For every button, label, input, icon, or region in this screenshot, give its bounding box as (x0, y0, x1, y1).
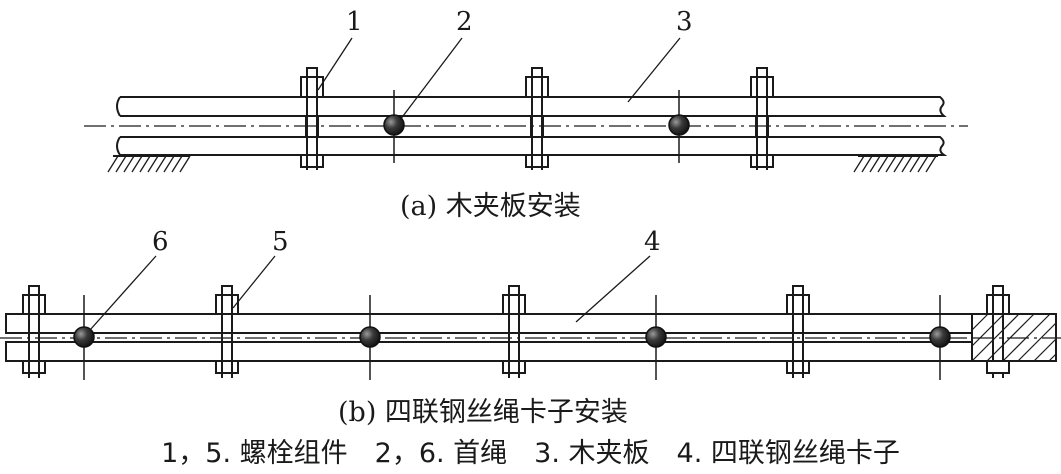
rope-ball-icon (359, 326, 381, 348)
callout-2: 2 (456, 7, 473, 37)
callout-6: 6 (152, 227, 169, 257)
callout-3: 3 (676, 7, 693, 37)
hatched-end-block (971, 313, 1057, 362)
rope-ball-icon (929, 326, 951, 348)
leader-line-2 (399, 37, 463, 121)
leader-line-5 (232, 255, 276, 309)
lower-clamp-bar (5, 341, 1057, 362)
rope-ball-icon (383, 114, 405, 136)
callout-5: 5 (272, 227, 289, 257)
callout-1: 1 (346, 7, 363, 37)
lower-wood-plate (116, 136, 948, 156)
leader-line-6 (89, 255, 157, 331)
callout-4: 4 (644, 227, 661, 257)
bolt-assembly-icon (986, 285, 1010, 378)
bolt-assembly-icon (786, 285, 810, 378)
panel-a-wooden-clamp (84, 37, 968, 173)
bolt-assembly-icon (525, 67, 549, 170)
upper-clamp-bar (5, 313, 1057, 334)
rope-ball-icon (645, 326, 667, 348)
leader-line-4 (575, 255, 651, 323)
bolt-assembly-icon (215, 285, 239, 378)
leader-line-3 (627, 37, 681, 103)
ground-hatch-icon (107, 155, 191, 173)
rope-ball-icon (73, 326, 95, 348)
rope-ball-icon (668, 114, 690, 136)
caption-b: (b) 四联钢丝绳卡子安装 (338, 397, 628, 428)
panel-b-rope-clamp (0, 255, 1061, 380)
bolt-assembly-icon (502, 285, 526, 378)
upper-wood-plate (116, 96, 947, 117)
bolt-assembly-icon (22, 285, 46, 378)
leader-line-1 (317, 37, 353, 91)
ground-hatch-icon (853, 155, 938, 173)
bolt-assembly-icon (750, 67, 774, 170)
bolt-assembly-icon (300, 67, 324, 170)
legend: 1，5. 螺栓组件 2，6. 首绳 3. 木夹板 4. 四联钢丝绳卡子 (161, 438, 900, 469)
caption-a: (a) 木夹板安装 (400, 191, 581, 222)
